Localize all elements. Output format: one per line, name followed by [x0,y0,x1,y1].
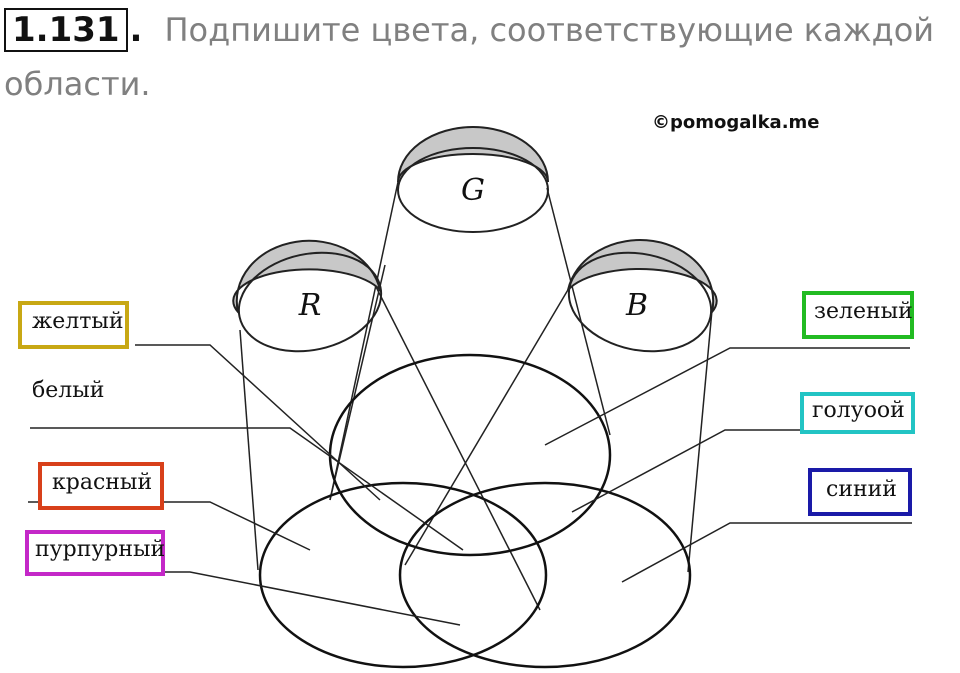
cone-line-r-right [329,264,386,501]
cone-line-b-right [687,309,713,573]
cone-line-r-cross [369,274,541,611]
cone-line-g-right [546,187,611,436]
watermark: ©pomogalka.me [652,112,820,133]
label-cyan: голуоой [800,392,915,434]
cone-line-g-left [329,181,399,501]
label-green-text: зеленый [814,299,913,324]
leader-white [30,427,464,551]
label-white-text: белый [32,378,105,403]
blue-light-spot [398,481,692,669]
label-blue-text: синий [826,477,897,502]
lamp-b [566,239,718,353]
lamp-r [232,239,383,353]
lamp-g-shade [397,126,549,183]
task-number: 1.131 [4,8,128,52]
label-red-text: красный [52,470,153,495]
leader-green [544,347,910,446]
task-line-1: 1.131. Подпишите цвета, соответствующие к… [4,4,934,56]
light-label-g: G [461,173,485,208]
label-green: зеленый [802,291,914,339]
leader-yellow [135,344,381,501]
label-cyan-text: голуоой [812,398,905,423]
label-magenta: пурпурный [25,530,165,576]
light-label-b: B [625,288,648,323]
leader-blue [621,522,912,583]
task-number-suffix: . [129,10,143,50]
label-yellow: желтый [18,301,129,349]
task-text-line-2: области. [4,65,151,103]
task-text-line-1: Подпишите цвета, соответствующие каждой [164,11,935,49]
label-blue: синий [808,468,912,516]
cone-line-b-left [404,282,573,566]
label-magenta-text: пурпурный [35,537,166,562]
label-red: красный [38,462,164,510]
label-yellow-text: желтый [32,309,124,334]
leader-magenta [30,571,461,626]
red-light-spot [258,481,548,669]
label-white: белый [32,378,105,403]
light-label-r: R [298,288,322,323]
cone-line-r-left [239,329,259,571]
lamp-g [397,126,549,233]
